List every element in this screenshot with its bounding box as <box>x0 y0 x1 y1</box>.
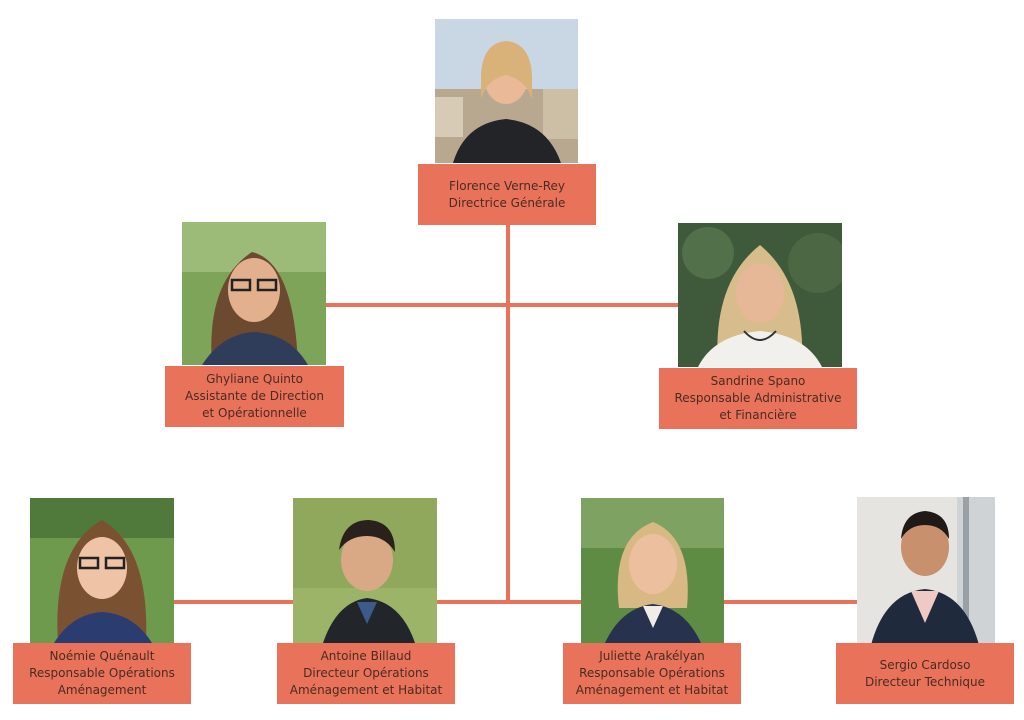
person-title: et Opérationnelle <box>202 406 307 420</box>
portrait-photo <box>182 222 326 365</box>
person-name: Ghyliane Quinto <box>206 372 303 386</box>
portrait-photo <box>857 497 995 645</box>
person-title: et Financière <box>719 408 797 422</box>
portrait-photo <box>435 19 578 163</box>
person-title: Aménagement et Habitat <box>289 683 443 697</box>
person-title: Responsable Administrative <box>674 391 842 405</box>
photo-noemie <box>30 498 174 643</box>
photo-florence <box>435 19 578 163</box>
label-florence: Florence Verne-Rey Directrice Générale <box>418 164 596 225</box>
person-title: Assistante de Direction <box>185 389 324 403</box>
photo-ghyliane <box>182 222 326 365</box>
person-name: Noémie Quénault <box>49 649 155 663</box>
person-name: Antoine Billaud <box>320 649 412 663</box>
portrait-photo <box>30 498 174 643</box>
person-title: Directeur Technique <box>864 674 986 689</box>
person-title: Responsable Opérations <box>579 666 725 680</box>
person-name: Sandrine Spano <box>710 374 806 388</box>
person-title: Directrice Générale <box>448 195 566 210</box>
connector-middle-horizontal <box>326 303 678 307</box>
label-juliette: Juliette Arakélyan Responsable Opération… <box>563 643 741 704</box>
photo-sandrine <box>678 223 842 367</box>
person-title: Aménagement <box>57 683 147 697</box>
person-name: Juliette Arakélyan <box>599 649 705 663</box>
person-name: Florence Verne-Rey <box>448 178 565 193</box>
photo-juliette <box>581 498 724 643</box>
photo-antoine <box>293 498 437 643</box>
portrait-photo <box>581 498 724 643</box>
photo-sergio <box>857 497 995 645</box>
connector-bottom-right <box>724 600 858 604</box>
connector-bottom-center <box>436 600 582 604</box>
connector-bottom-left <box>174 600 294 604</box>
label-ghyliane: Ghyliane Quinto Assistante de Direction … <box>165 366 344 427</box>
person-title: Directeur Opérations <box>303 666 429 680</box>
person-title: Responsable Opérations <box>29 666 175 680</box>
label-antoine: Antoine Billaud Directeur Opérations Amé… <box>277 643 455 704</box>
person-name: Sergio Cardoso <box>879 657 971 672</box>
person-title: Aménagement et Habitat <box>575 683 729 697</box>
label-sandrine: Sandrine Spano Responsable Administrativ… <box>659 368 857 429</box>
label-sergio: Sergio Cardoso Directeur Technique <box>836 643 1014 704</box>
connector-trunk <box>506 224 510 604</box>
portrait-photo <box>293 498 437 643</box>
label-noemie: Noémie Quénault Responsable Opérations A… <box>13 643 191 704</box>
portrait-photo <box>678 223 842 367</box>
